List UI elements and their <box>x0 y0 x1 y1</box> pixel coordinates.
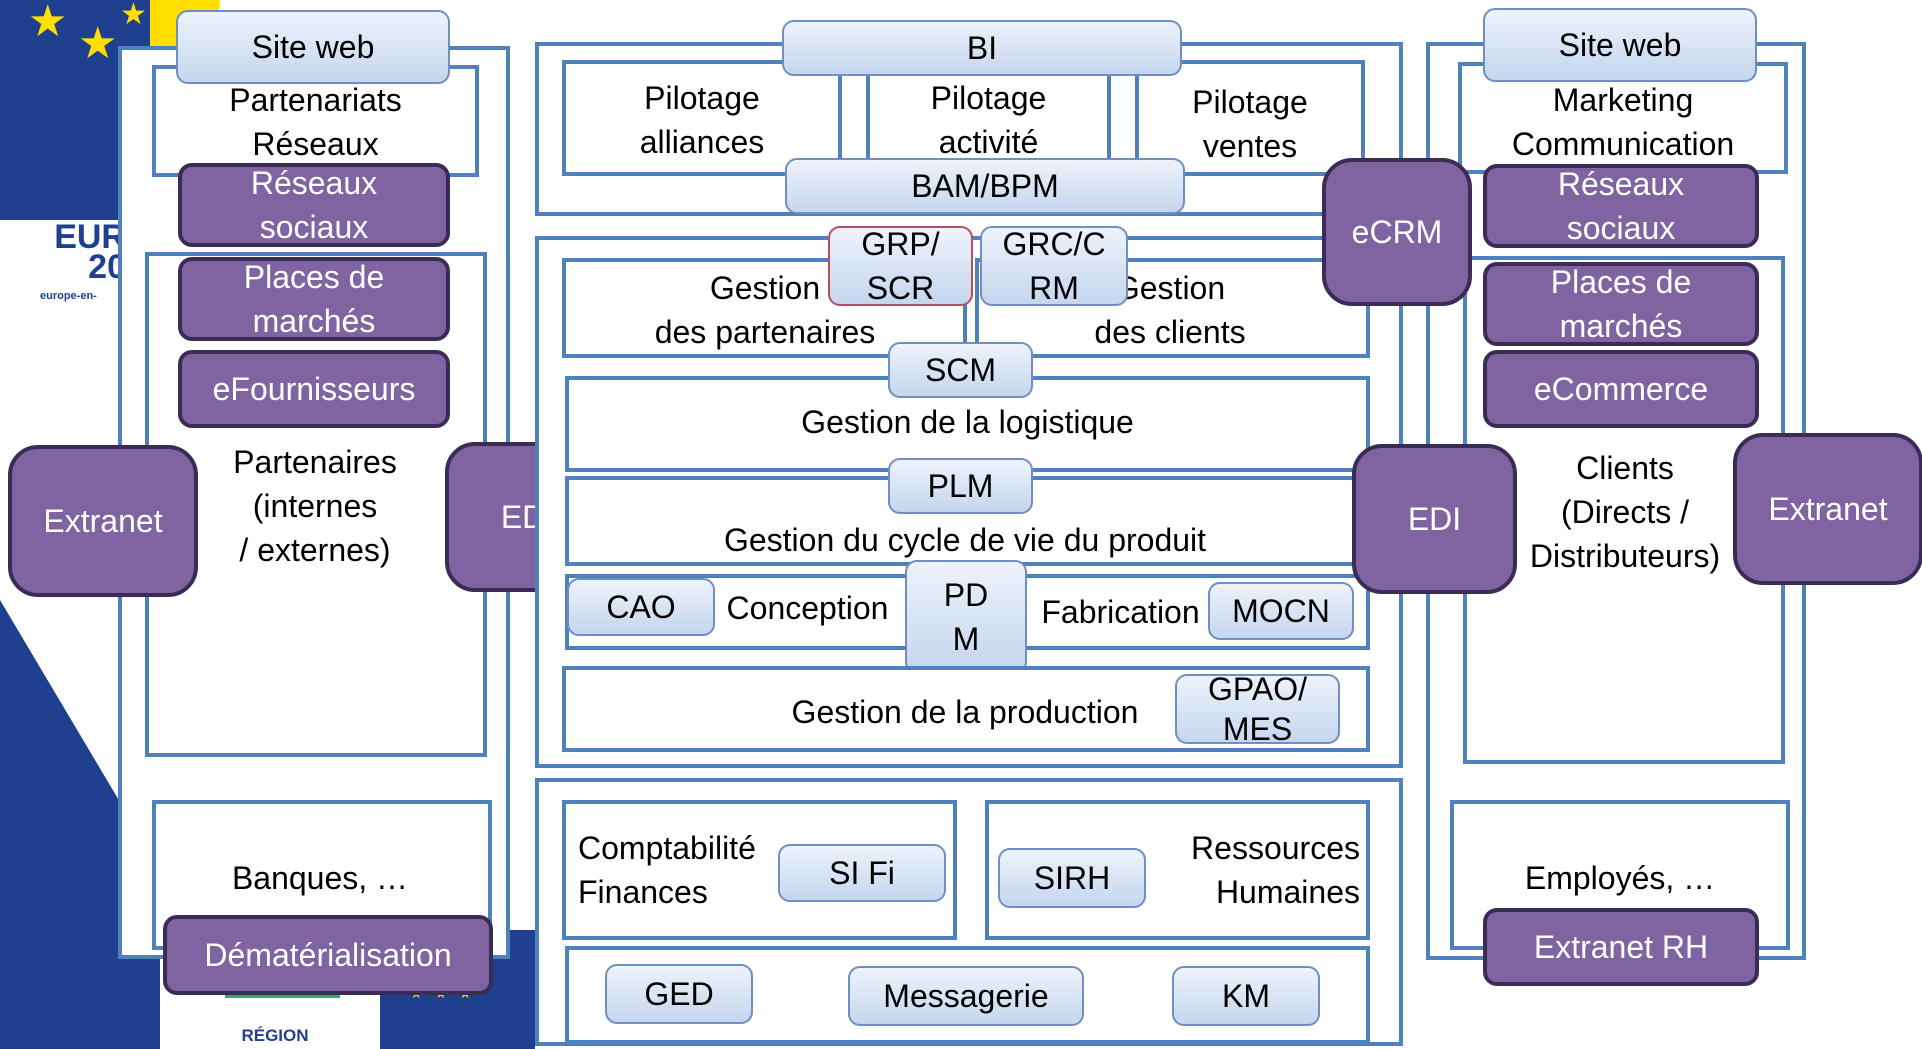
gestion-clients-label: Gestion des clients <box>1094 270 1246 350</box>
region-text: RÉGION <box>241 1026 309 1045</box>
partners-label: Partenaires (internes / externes) <box>233 444 397 568</box>
bam-bpm-button[interactable]: BAM/BPM <box>785 158 1185 214</box>
km-button[interactable]: KM <box>1172 966 1320 1026</box>
ecrm-button[interactable]: eCRM <box>1322 158 1472 306</box>
europe-en-text: europe-en- <box>40 290 97 302</box>
si-fi-button[interactable]: SI Fi <box>778 844 946 902</box>
comptabilite-label: Comptabilité Finances <box>578 830 756 910</box>
cao-button[interactable]: CAO <box>567 578 715 636</box>
places-marches-left[interactable]: Places de marchés <box>178 257 450 341</box>
dematerialisation-button[interactable]: Dématérialisation <box>163 915 493 995</box>
site-web-left[interactable]: Site web <box>176 10 450 84</box>
reseaux-sociaux-right[interactable]: Réseaux sociaux <box>1483 164 1759 248</box>
eur-text: EUR 20 <box>54 218 126 286</box>
pilotage-alliances-box <box>562 60 842 176</box>
efournisseurs-button[interactable]: eFournisseurs <box>178 350 450 428</box>
eu-star-icon: ★ <box>78 19 118 68</box>
partnerships-label: Partenariats Réseaux <box>229 82 402 162</box>
extranet-left[interactable]: Extranet <box>8 445 198 597</box>
pilotage-ventes-box <box>1135 60 1365 176</box>
region-logo <box>225 990 340 1025</box>
messagerie-button[interactable]: Messagerie <box>848 966 1084 1026</box>
pdm-button[interactable]: PD M <box>905 560 1027 674</box>
ecommerce-button[interactable]: eCommerce <box>1483 350 1759 428</box>
pilotage-alliances-label: Pilotage alliances <box>639 80 765 160</box>
pilotage-activite-label: Pilotage activité <box>930 80 1047 160</box>
gestion-partenaires-label: Gestion des partenaires <box>654 270 876 350</box>
gpao-mes-button[interactable]: GPAO/ MES <box>1175 671 1340 747</box>
reseaux-sociaux-left[interactable]: Réseaux sociaux <box>178 163 450 247</box>
cycle-vie-label: Gestion du cycle de vie du produit <box>723 522 1207 558</box>
logistique-label: Gestion de la logistique <box>801 404 1134 440</box>
extranet-right[interactable]: Extranet <box>1733 433 1922 585</box>
bi-button[interactable]: BI <box>782 20 1182 76</box>
fabrication-label: Fabrication <box>1041 594 1200 630</box>
site-web-right[interactable]: Site web <box>1483 8 1757 82</box>
grc-crm-button[interactable]: GRC/C RM <box>980 226 1128 306</box>
banks-label: Banques, … <box>231 860 409 896</box>
conception-label: Conception <box>726 590 889 626</box>
eu-star-icon: ★ <box>120 0 147 31</box>
eu-star-icon: ★ <box>28 0 68 46</box>
sirh-button[interactable]: SIRH <box>998 848 1146 908</box>
clients-label: Clients (Directs / Distributeurs) <box>1529 450 1721 574</box>
scm-button[interactable]: SCM <box>888 342 1033 398</box>
grp-scr-button[interactable]: GRP/ SCR <box>828 226 973 306</box>
places-marches-right[interactable]: Places de marchés <box>1483 262 1759 346</box>
marketing-label: Marketing Communication <box>1511 82 1735 162</box>
ressources-humaines-label: Ressources Humaines <box>1191 830 1360 910</box>
plm-button[interactable]: PLM <box>888 458 1033 514</box>
extranet-rh-button[interactable]: Extranet RH <box>1483 908 1759 986</box>
ged-button[interactable]: GED <box>605 964 753 1024</box>
pilotage-ventes-label: Pilotage ventes <box>1192 84 1308 164</box>
mocn-button[interactable]: MOCN <box>1208 582 1354 640</box>
employes-label: Employés, … <box>1524 860 1716 896</box>
edi-right[interactable]: EDI <box>1352 444 1517 594</box>
production-label: Gestion de la production <box>791 694 1139 730</box>
